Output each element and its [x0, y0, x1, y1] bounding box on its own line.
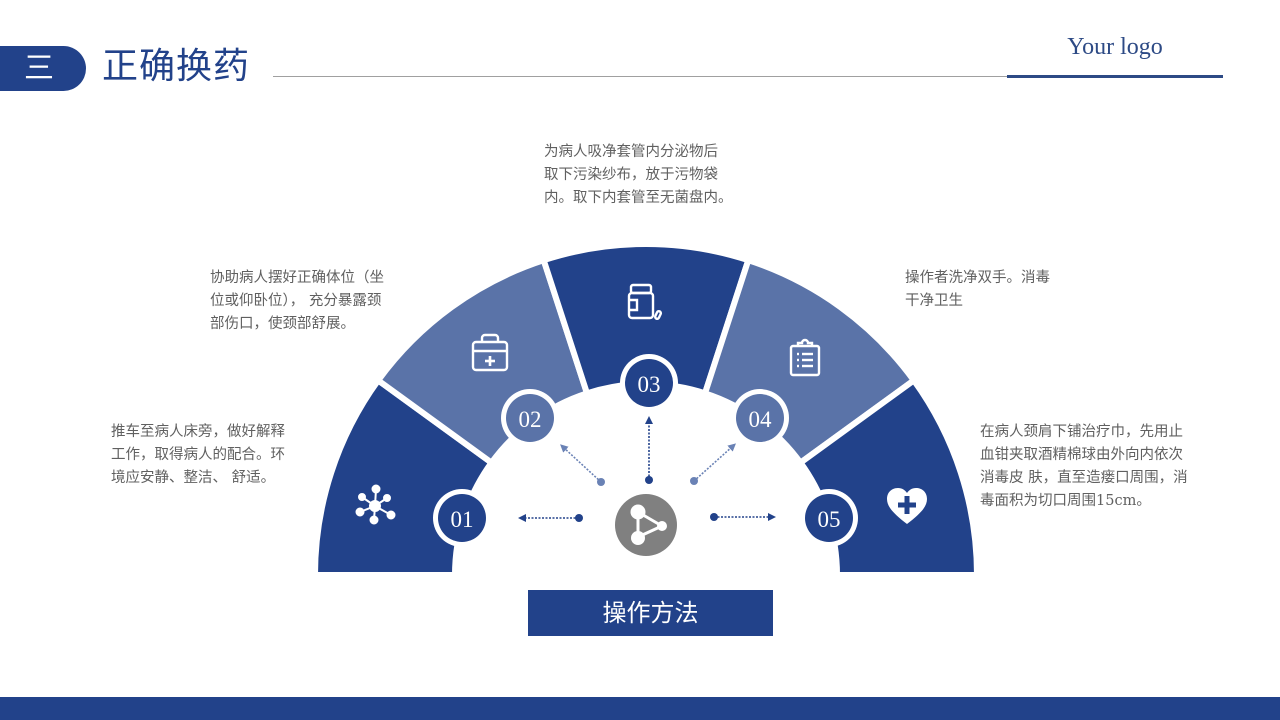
step-number-5: 05 — [818, 507, 841, 532]
method-label-box: 操作方法 — [528, 590, 773, 636]
first-aid-kit-icon — [471, 333, 509, 372]
logo-underline — [1007, 75, 1223, 78]
section-number-tab: 三 — [0, 46, 86, 91]
step-badge-3 — [620, 354, 678, 412]
step-5-description: 在病人颈肩下铺治疗巾，先用止 血钳夹取酒精棉球由外向内依次 消毒皮 肤，直至造瘘… — [980, 424, 1188, 509]
step-number-2: 02 — [519, 407, 542, 432]
page-title: 正确换药 — [102, 46, 251, 87]
footer-bar — [0, 697, 1280, 720]
title-divider — [273, 76, 1008, 77]
step-badge-2 — [501, 389, 559, 447]
hub-share-icon — [615, 494, 677, 556]
step-number-4: 04 — [749, 407, 773, 432]
step-3-description: 为病人吸净套管内分泌物后 取下污染纱布，放于污物袋 内。取下内套管至无菌盘内。 — [544, 144, 733, 206]
heart-plus-icon — [887, 488, 927, 524]
connector-arrows — [518, 416, 776, 522]
step-badge-4 — [731, 389, 789, 447]
step-number-3: 03 — [638, 372, 661, 397]
molecule-icon — [355, 484, 396, 525]
clipboard-list-icon — [789, 338, 821, 377]
step-2-description: 协助病人摆好正确体位（坐 位或仰卧位）， 充分暴露颈 部伤口，使颈部舒展。 — [210, 270, 384, 332]
step-4-description: 操作者洗净双手。消毒 干净卫生 — [905, 270, 1050, 309]
step-badge-1 — [433, 489, 491, 547]
step-1-description: 推车至病人床旁，做好解释 工作，取得病人的配合。环 境应安静、整洁、 舒适。 — [111, 424, 285, 486]
step-badge-5 — [800, 489, 858, 547]
medicine-bottle-icon — [627, 283, 663, 321]
logo-placeholder: Your logo — [1067, 34, 1163, 60]
step-number-1: 01 — [451, 507, 474, 532]
